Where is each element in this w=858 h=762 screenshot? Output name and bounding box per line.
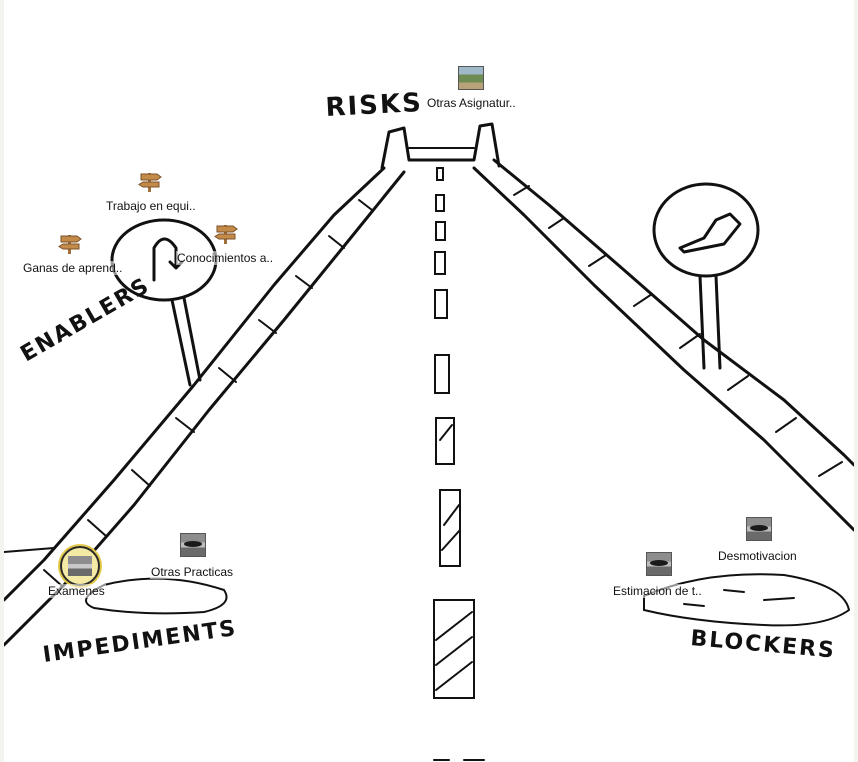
- selected-pothole-photo-icon: [60, 546, 100, 586]
- pothole-photo-icon: [746, 517, 772, 541]
- road-map-board: RISKS ENABLERS IMPEDIMENTS BLOCKERS Otra…: [4, 0, 854, 762]
- marker-label: Desmotivacion: [717, 549, 798, 563]
- impediments-label: IMPEDIMENTS: [41, 616, 238, 668]
- enablers-label: ENABLERS: [17, 273, 155, 367]
- marker-label: Estimacion de t..: [612, 584, 703, 598]
- landscape-photo-icon: [458, 66, 484, 90]
- signpost-icon: [214, 222, 238, 244]
- risks-label: RISKS: [325, 88, 424, 123]
- marker-label: Ganas de aprend..: [22, 261, 123, 275]
- signpost-icon: [58, 232, 82, 254]
- pothole-photo-icon: [646, 552, 672, 576]
- marker-label: Examenes: [47, 584, 106, 598]
- marker-label: Otras Practicas: [150, 565, 234, 579]
- marker-label: Conocimientos a..: [176, 251, 274, 265]
- marker-label: Trabajo en equi..: [105, 199, 197, 213]
- marker-label: Otras Asignatur..: [426, 96, 517, 110]
- blockers-label: BLOCKERS: [689, 626, 836, 664]
- signpost-icon: [138, 170, 162, 192]
- pothole-photo-icon: [180, 533, 206, 557]
- road-sketch: RISKS ENABLERS IMPEDIMENTS BLOCKERS: [4, 0, 854, 762]
